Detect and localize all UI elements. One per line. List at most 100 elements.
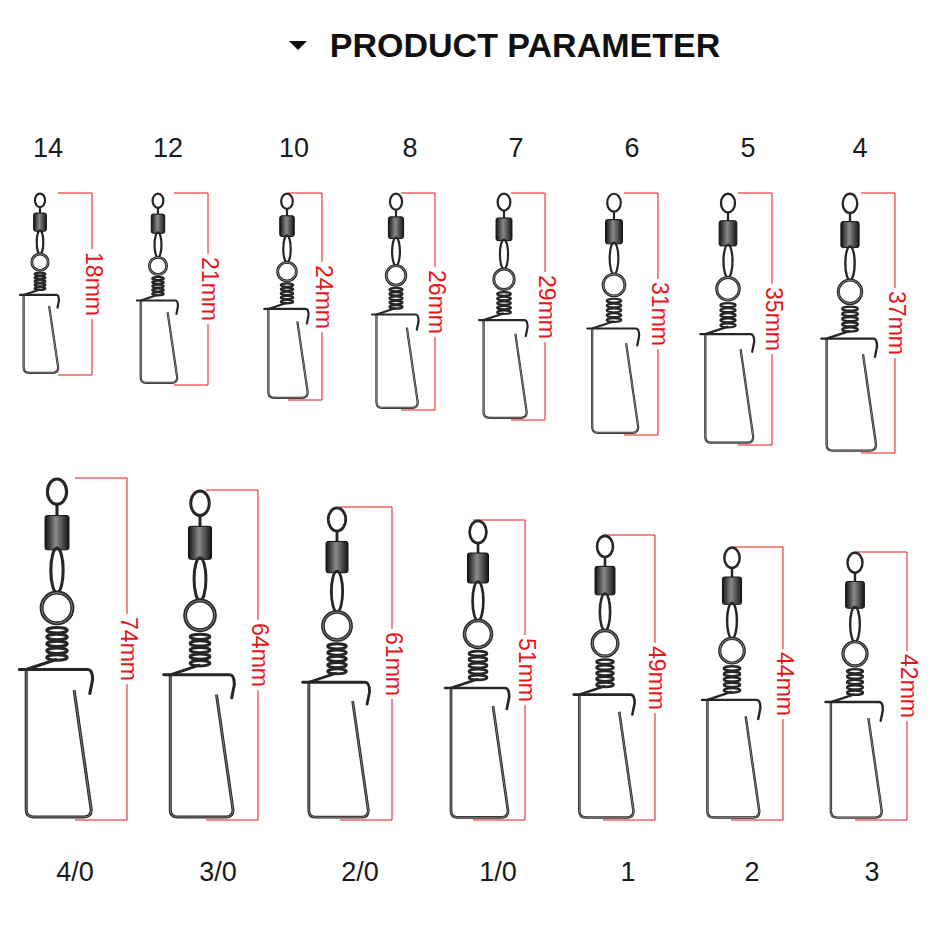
coil [47, 648, 68, 653]
snap-body [268, 309, 307, 398]
snap-shine [376, 315, 417, 408]
swivel-eye [390, 194, 402, 210]
dimension-tick [58, 193, 92, 194]
split-ring [603, 274, 625, 296]
swivel-barrel [841, 222, 859, 248]
snap-swivel [821, 194, 877, 451]
dimension-tick [603, 820, 655, 821]
split-ring-shine [323, 612, 351, 640]
snap-bar [19, 670, 92, 694]
coil [842, 322, 858, 326]
dimension-tick [731, 820, 783, 821]
coil [152, 288, 164, 291]
coil [724, 672, 740, 676]
snap-shine [484, 320, 527, 418]
snap-swivel [303, 508, 370, 817]
coil [152, 277, 164, 280]
swivel-eye [724, 548, 739, 568]
coil [469, 663, 487, 668]
snap-swivel [702, 548, 760, 818]
dimension-tick [75, 478, 127, 479]
swivel-eye [281, 194, 293, 209]
dimension-tick [340, 820, 392, 821]
snap-body [376, 315, 417, 408]
coil [35, 280, 46, 283]
split-ring-shine [149, 257, 166, 274]
swivel-eye [607, 194, 621, 212]
split-ring-shine [278, 262, 297, 281]
swivel-loop [845, 246, 854, 280]
swivel-loop [155, 232, 162, 257]
swivel-loop [850, 607, 860, 642]
coil [607, 313, 622, 317]
dimension-label: 37mm [884, 288, 909, 358]
size-label: 14 [33, 135, 63, 162]
snap-bar [702, 700, 760, 719]
coil [469, 651, 487, 656]
coil [469, 657, 487, 662]
dimension-label: 21mm [197, 254, 222, 324]
coil [469, 669, 487, 674]
coil [190, 641, 210, 646]
split-ring-shine [42, 593, 73, 624]
swivel-loop [331, 571, 342, 612]
swivel-loop [283, 235, 290, 262]
snap-swivel [264, 194, 308, 398]
dimension-label: 51mm [514, 635, 539, 705]
swivel-barrel [496, 218, 512, 241]
snap-swivel [19, 479, 92, 817]
title-marker [289, 41, 307, 50]
snap-body [141, 301, 177, 383]
coil [389, 297, 402, 300]
snap-swivel [164, 491, 235, 817]
title: PRODUCT PARAMETER [330, 28, 720, 62]
split-ring [494, 269, 514, 289]
size-label: 10 [279, 135, 309, 162]
coil [847, 669, 863, 673]
coil [720, 308, 735, 312]
snap-shine [831, 702, 882, 818]
coil [389, 292, 402, 295]
snap-body [827, 339, 876, 451]
dimension-tick [624, 435, 658, 436]
dimension-label: 35mm [761, 284, 786, 354]
dimension-tick [603, 535, 655, 536]
dimension-tick [75, 820, 127, 821]
dimension-tick [288, 400, 322, 401]
swivel-barrel [45, 516, 69, 550]
swivel-barrel [606, 220, 623, 244]
snap-swivel [826, 553, 883, 818]
snap-bar [20, 295, 59, 308]
size-label: 1/0 [479, 859, 517, 886]
size-label: 6 [624, 135, 639, 162]
swivel-barrel [326, 541, 348, 572]
snap-body [24, 295, 59, 373]
swivel-loop [723, 245, 732, 278]
swivel-barrel [722, 577, 741, 604]
coil [607, 308, 622, 312]
dimension-tick [401, 193, 435, 194]
dimension-tick [731, 547, 783, 548]
snap-swivel [479, 194, 528, 418]
snap-shine [141, 301, 177, 383]
coil [328, 663, 347, 668]
coil [328, 644, 347, 649]
snap-bar [445, 688, 509, 709]
split-ring [185, 601, 215, 631]
size-label: 3/0 [199, 859, 237, 886]
coil [497, 306, 511, 310]
split-ring [149, 257, 166, 274]
split-ring-shine [465, 621, 492, 648]
snap-bar [479, 320, 528, 336]
snap-body [309, 682, 368, 817]
swivel-eye [35, 194, 45, 207]
dimension-label: 24mm [311, 262, 336, 332]
snap-swivel [137, 194, 178, 383]
split-ring [465, 621, 492, 648]
coil [596, 671, 613, 676]
coil [724, 666, 740, 670]
split-ring-shine [185, 601, 215, 631]
size-label: 12 [153, 135, 183, 162]
coil [724, 677, 740, 681]
